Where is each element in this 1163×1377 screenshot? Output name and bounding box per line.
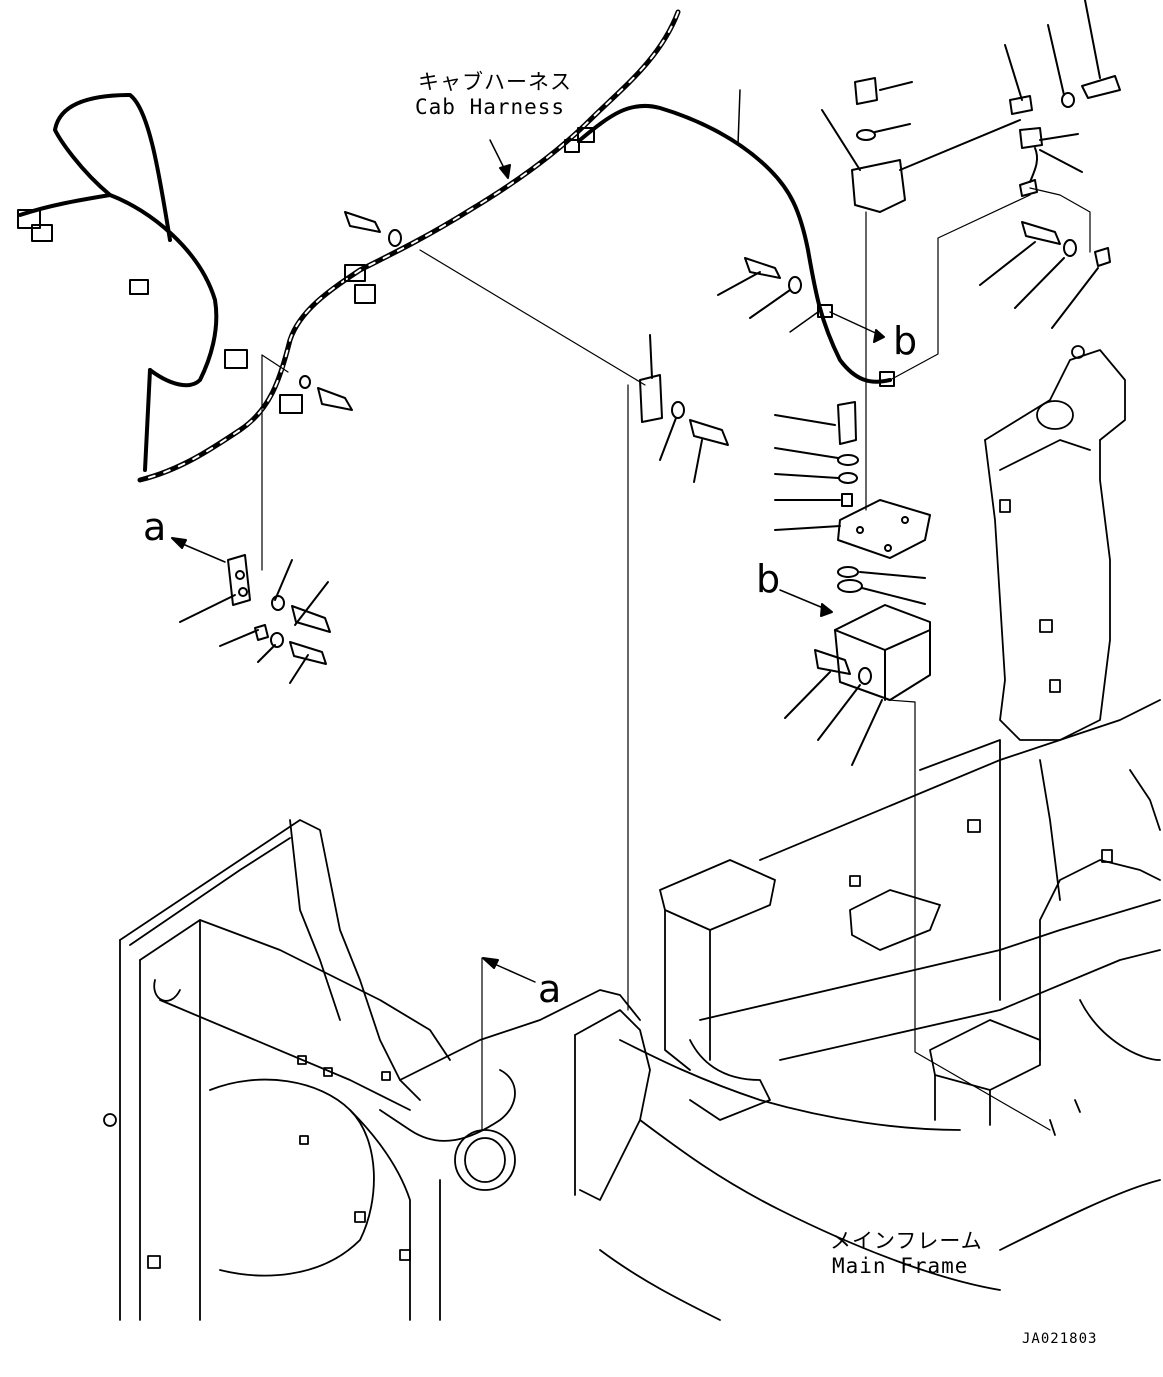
reference-a-upper: a: [143, 505, 167, 549]
cab-harness: [17, 9, 681, 483]
bracket-a-assembly: [179, 354, 331, 684]
main-frame: [103, 345, 1161, 1321]
reference-b-upper: b: [893, 319, 918, 363]
reference-b-middle: b: [756, 557, 781, 601]
main-frame-label-en: Main Frame: [832, 1254, 969, 1278]
main-frame-label-jp: メインフレーム: [830, 1229, 983, 1253]
center-clip-bracket: [419, 249, 729, 1011]
right-harness: [577, 89, 895, 387]
cab-harness-label-jp: キャブハーネス: [418, 70, 572, 94]
reference-arrows: [171, 139, 536, 1131]
drawing-code: JA021803: [1022, 1331, 1098, 1347]
cab-harness-label-en: Cab Harness: [415, 95, 566, 119]
reference-a-lower: a: [538, 967, 562, 1011]
right-component-stack: [774, 0, 1121, 1131]
